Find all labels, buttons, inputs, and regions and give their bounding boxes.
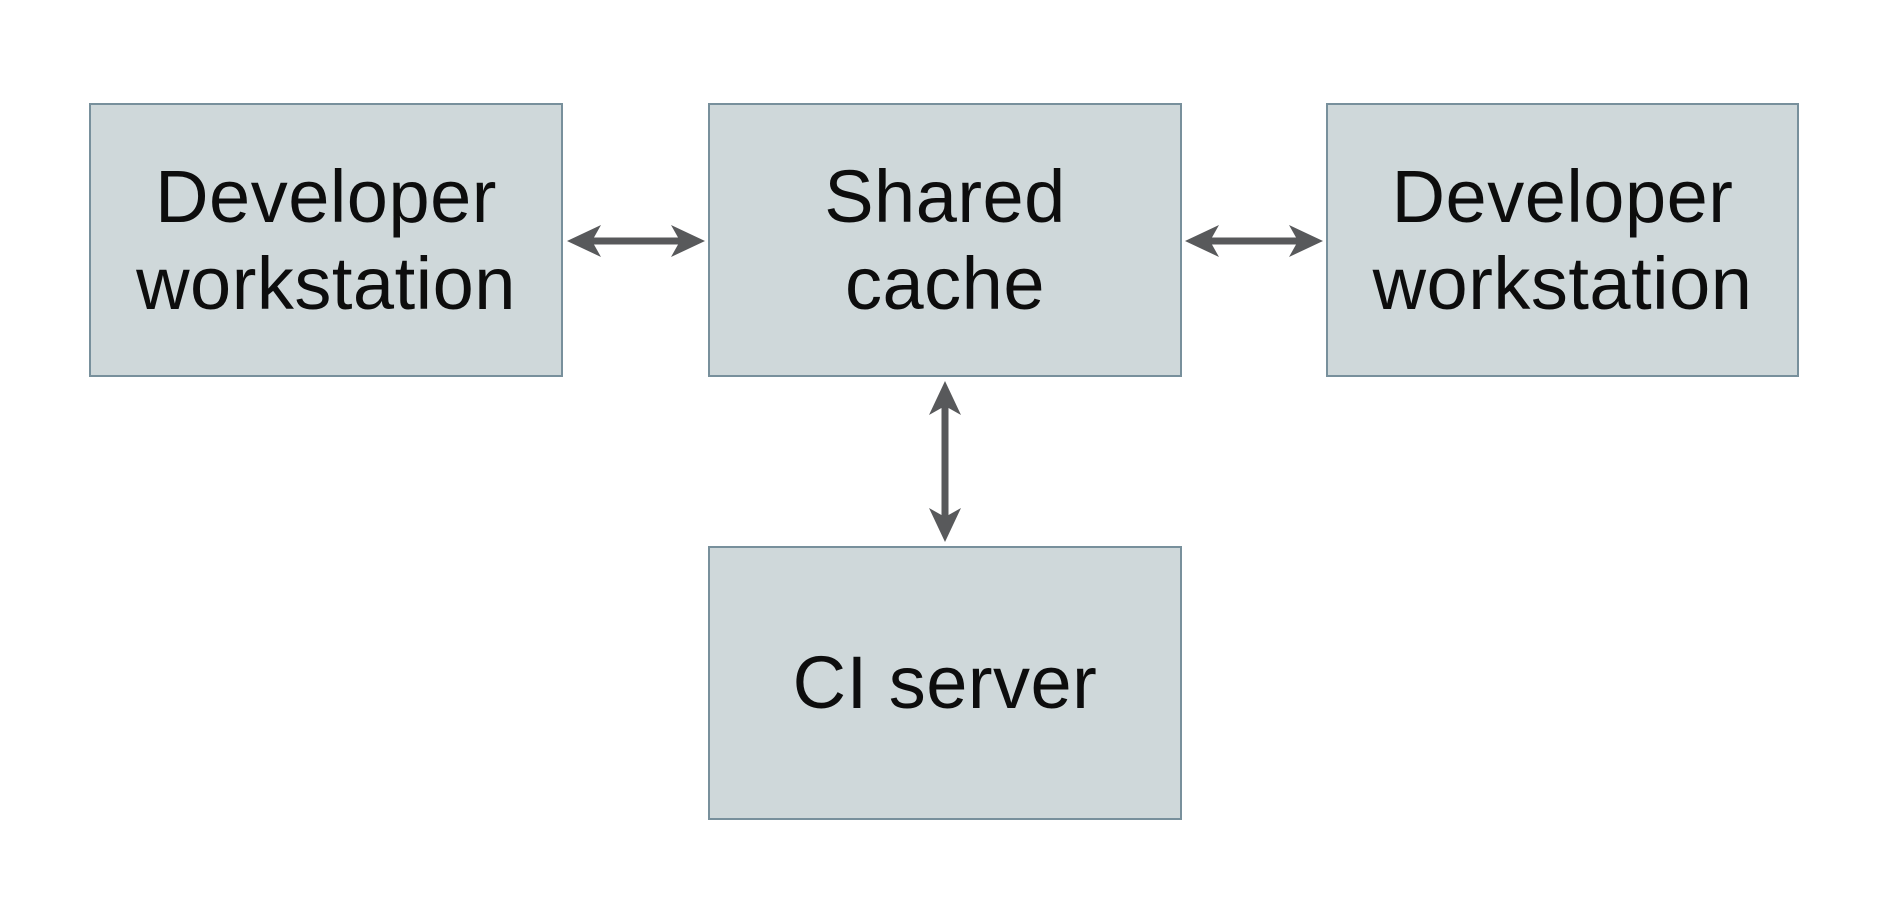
node-label: Shared cache [824,154,1066,325]
node-developer-workstation-left: Developer workstation [89,103,563,377]
arrowhead-icon [929,381,961,415]
arrowhead-icon [671,225,705,257]
double-arrow-developer-workstation-left--shared-cache [567,225,705,257]
double-arrow-shared-cache--developer-workstation-right [1185,225,1323,257]
arrowhead-icon [1185,225,1219,257]
node-label: CI server [792,641,1098,725]
double-arrow-shared-cache--ci-server [929,381,961,542]
arrowhead-icon [929,508,961,542]
node-ci-server: CI server [708,546,1182,820]
node-label: Developer workstation [136,154,516,325]
arrowhead-icon [1289,225,1323,257]
node-label: Developer workstation [1372,154,1753,325]
node-developer-workstation-right: Developer workstation [1326,103,1799,377]
node-shared-cache: Shared cache [708,103,1182,377]
arrowhead-icon [567,225,601,257]
